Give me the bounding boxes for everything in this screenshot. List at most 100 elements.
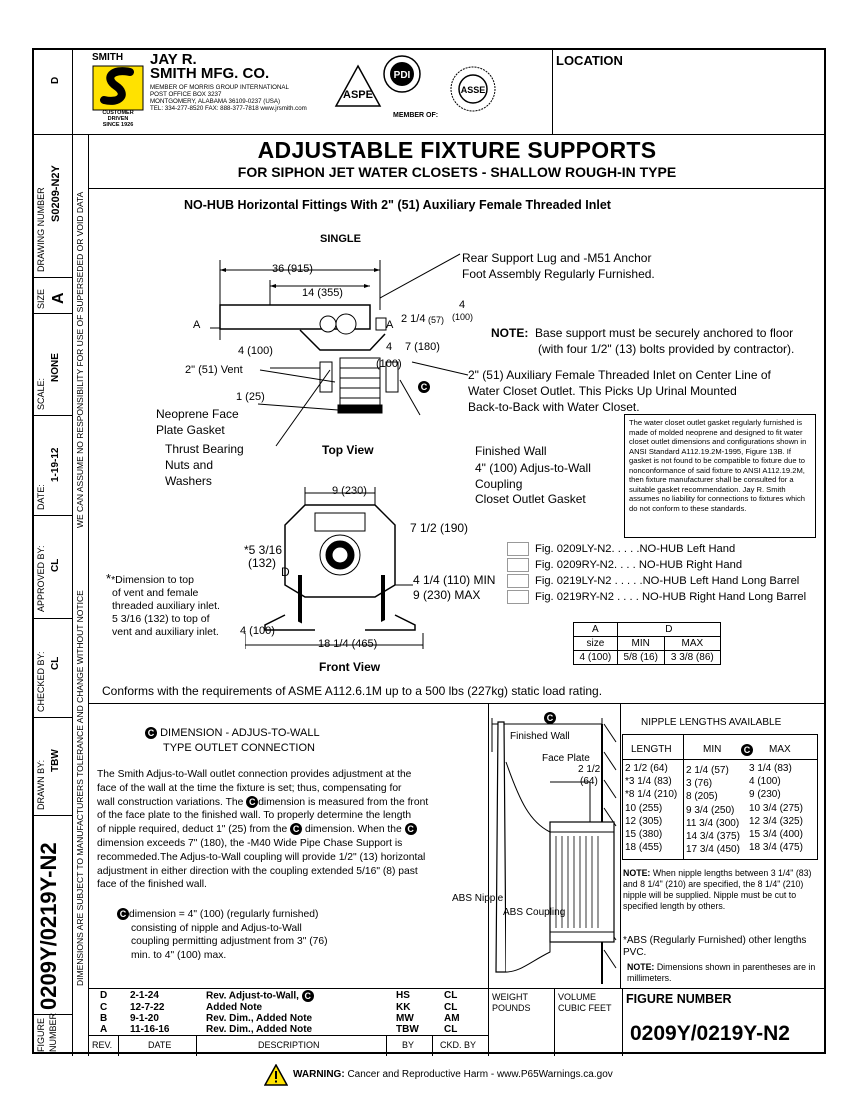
- nipple-table: LENGTH MIN C MAX 2 1/2 (64)*3 1/4 (83)*8…: [622, 734, 818, 860]
- rev-header-by: BY: [402, 1040, 415, 1050]
- company-address: MEMBER OF MORRIS GROUP INTERNATIONAL POS…: [150, 84, 307, 112]
- figure-label-1: FIGURE: [36, 1017, 46, 1052]
- nipple-dim-mm: (64): [580, 776, 598, 787]
- brand-mark: SMITH: [92, 52, 124, 63]
- dim-9: 9 (230): [332, 485, 367, 497]
- dim-36: 36 (915): [272, 263, 313, 275]
- section-a-left: A: [193, 319, 201, 331]
- rev-header-desc: DESCRIPTION: [258, 1040, 320, 1050]
- drawing-sheet: [32, 48, 826, 1054]
- sidebar-divider: [72, 48, 73, 1056]
- warning-text: WARNING: Cancer and Reproductive Harm - …: [293, 1069, 613, 1080]
- section-heading: NO-HUB Horizontal Fittings With 2" (51) …: [184, 198, 611, 212]
- nipple-min-col: 2 1/4 (57)3 (76)8 (205)9 3/4 (250)11 3/4…: [686, 765, 740, 856]
- page-title: ADJUSTABLE FIXTURE SUPPORTS: [257, 137, 657, 163]
- nipple-table-title: NIPPLE LENGTHS AVAILABLE: [641, 717, 782, 728]
- revision-row: B 9-1-20 Rev. Dim., Added Note MW AM: [100, 1013, 460, 1024]
- nipple-col-max: MAX: [769, 744, 791, 755]
- date-label: DATE:: [36, 484, 46, 510]
- dim-7: 7 (180): [405, 341, 440, 353]
- figure-item: Fig. 0209LY-N2. . . . .NO-HUB Left Hand: [507, 541, 806, 557]
- figure-number: 0209Y/0219Y-N2: [630, 1022, 790, 1045]
- top-view-drawing: [210, 253, 469, 447]
- member-of-label: MEMBER OF:: [393, 112, 439, 119]
- dim-100b: (100): [376, 358, 402, 370]
- date-value: 1-19-12: [50, 447, 61, 482]
- revision-list: D 2-1-24 Rev. Adjust-to-Wall, C HS CL C …: [94, 990, 486, 1035]
- drawn-label: DRAWN BY:: [36, 759, 46, 810]
- abs-nipple-label: ABS Nipple: [452, 893, 504, 904]
- location-label: LOCATION: [556, 53, 623, 68]
- sheet-letter: D: [50, 76, 61, 84]
- neoprene-callout: Neoprene Face Plate Gasket: [156, 407, 239, 437]
- figure-item: Fig. 0209RY-N2. . . . NO-HUB Right Hand: [507, 557, 806, 573]
- company-name-1: JAY R.: [150, 51, 197, 68]
- nipple-finished-wall: Finished Wall: [510, 731, 570, 742]
- size-label: SIZE: [36, 288, 46, 309]
- sidebar-figure-number: 0209Y/0219Y-N2: [36, 842, 61, 1010]
- front-view-drawing: [245, 487, 424, 649]
- abs-note: *ABS (Regularly Furnished) other lengths…: [623, 935, 807, 958]
- rear-support-callout: Rear Support Lug and -M51 Anchor Foot As…: [462, 251, 655, 281]
- dim-d: D: [281, 565, 290, 579]
- revision-row: D 2-1-24 Rev. Adjust-to-Wall, C HS CL: [100, 990, 458, 1002]
- disclaimer-tolerance: DIMENSIONS ARE SUBJECT TO MANUFACTURERS …: [75, 590, 85, 986]
- drawn-value: TBW: [50, 749, 61, 772]
- c-marker-top: C: [418, 378, 430, 396]
- smith-logo: [92, 52, 144, 130]
- disclaimer-divider: [88, 134, 89, 1056]
- scale-label: SCALE:: [36, 377, 46, 410]
- nipple-note: NOTE: When nipple lengths between 3 1/4"…: [623, 868, 812, 911]
- c-marker-nipple: C: [544, 709, 556, 727]
- dim-712: 7 1/2 (190): [410, 521, 469, 535]
- svg-text:ASPE: ASPE: [343, 89, 373, 101]
- nipple-drawing: [491, 718, 617, 984]
- dim-214: 2 1/4: [401, 313, 426, 325]
- finished-wall-callout: Finished Wall: [475, 444, 547, 458]
- dim-4-100: 4 (100): [238, 345, 273, 357]
- rev-header-ckd: CKD. BY: [440, 1040, 477, 1050]
- aspe-logo: ASPE: [332, 62, 384, 112]
- figure-item: Fig. 0219RY-N2 . . . . NO-HUB Right Hand…: [507, 589, 806, 605]
- mm-note: NOTE: Dimensions shown in parentheses ar…: [627, 962, 816, 983]
- volume-label: VOLUME CUBIC FEET: [558, 992, 612, 1013]
- checked-value: CL: [50, 656, 61, 670]
- dim-4c: 4: [386, 341, 393, 353]
- dim-414: 4 1/4 (110) MIN: [413, 573, 496, 587]
- scale-value: NONE: [50, 353, 61, 382]
- dim-100a: (100): [452, 312, 474, 322]
- inlet-callout: 2" (51) Auxiliary Female Threaded Inlet …: [468, 368, 771, 414]
- company-name-2: SMITH MFG. CO.: [150, 65, 270, 82]
- nipple-col-min: MIN: [703, 744, 722, 755]
- face-plate-label: Face Plate: [542, 753, 590, 764]
- approved-label: APPROVED BY:: [36, 545, 46, 612]
- nipple-max-col: 3 1/4 (83)4 (100)9 (230)10 3/4 (275)12 3…: [749, 763, 803, 854]
- dimension-note: **Dimension to top of vent and female th…: [106, 571, 220, 638]
- pdi-logo: PDI: [382, 54, 422, 94]
- dim-57: (57): [428, 315, 445, 325]
- abs-coupling-label: ABS Coupling: [503, 907, 566, 918]
- disclaimer-superseded: WE CAN ASSUME NO RESPONSIBILITY FOR USE …: [75, 191, 85, 528]
- company-tagline: CUSTOMER DRIVEN SINCE 1926: [102, 110, 134, 128]
- dim-5316: *5 3/16: [244, 543, 283, 557]
- approved-value: CL: [50, 558, 61, 572]
- weight-label: WEIGHT POUNDS: [492, 992, 531, 1013]
- warning-icon: [263, 1063, 289, 1091]
- dim-1814: 18 1/4 (465): [318, 638, 378, 650]
- dim-132: (132): [248, 556, 277, 570]
- drawing-number: S0209-N2Y: [50, 165, 62, 222]
- gasket-note-box: The water closet outlet gasket regularly…: [624, 414, 816, 538]
- figure-item: Fig. 0219LY-N2 . . . . .NO-HUB Left Hand…: [507, 573, 806, 589]
- dim-9max: 9 (230) MAX: [413, 588, 481, 602]
- floor-anchor-note: NOTE: Base support must be securely anch…: [491, 326, 795, 356]
- asse-logo: ASSE: [448, 60, 498, 118]
- nipple-dim: 2 1/2: [578, 764, 601, 775]
- revision-row: C 12-7-22 Added Note KK CL: [100, 1002, 458, 1013]
- figure-list: Fig. 0209LY-N2. . . . .NO-HUB Left Hand …: [507, 541, 806, 605]
- adjust-heading: C DIMENSION - ADJUS-TO-WALL TYPE OUTLET …: [145, 726, 320, 756]
- figure-number-label: FIGURE NUMBER: [626, 992, 732, 1006]
- nipple-col-length: LENGTH: [631, 744, 672, 755]
- section-a-right: A: [386, 319, 394, 331]
